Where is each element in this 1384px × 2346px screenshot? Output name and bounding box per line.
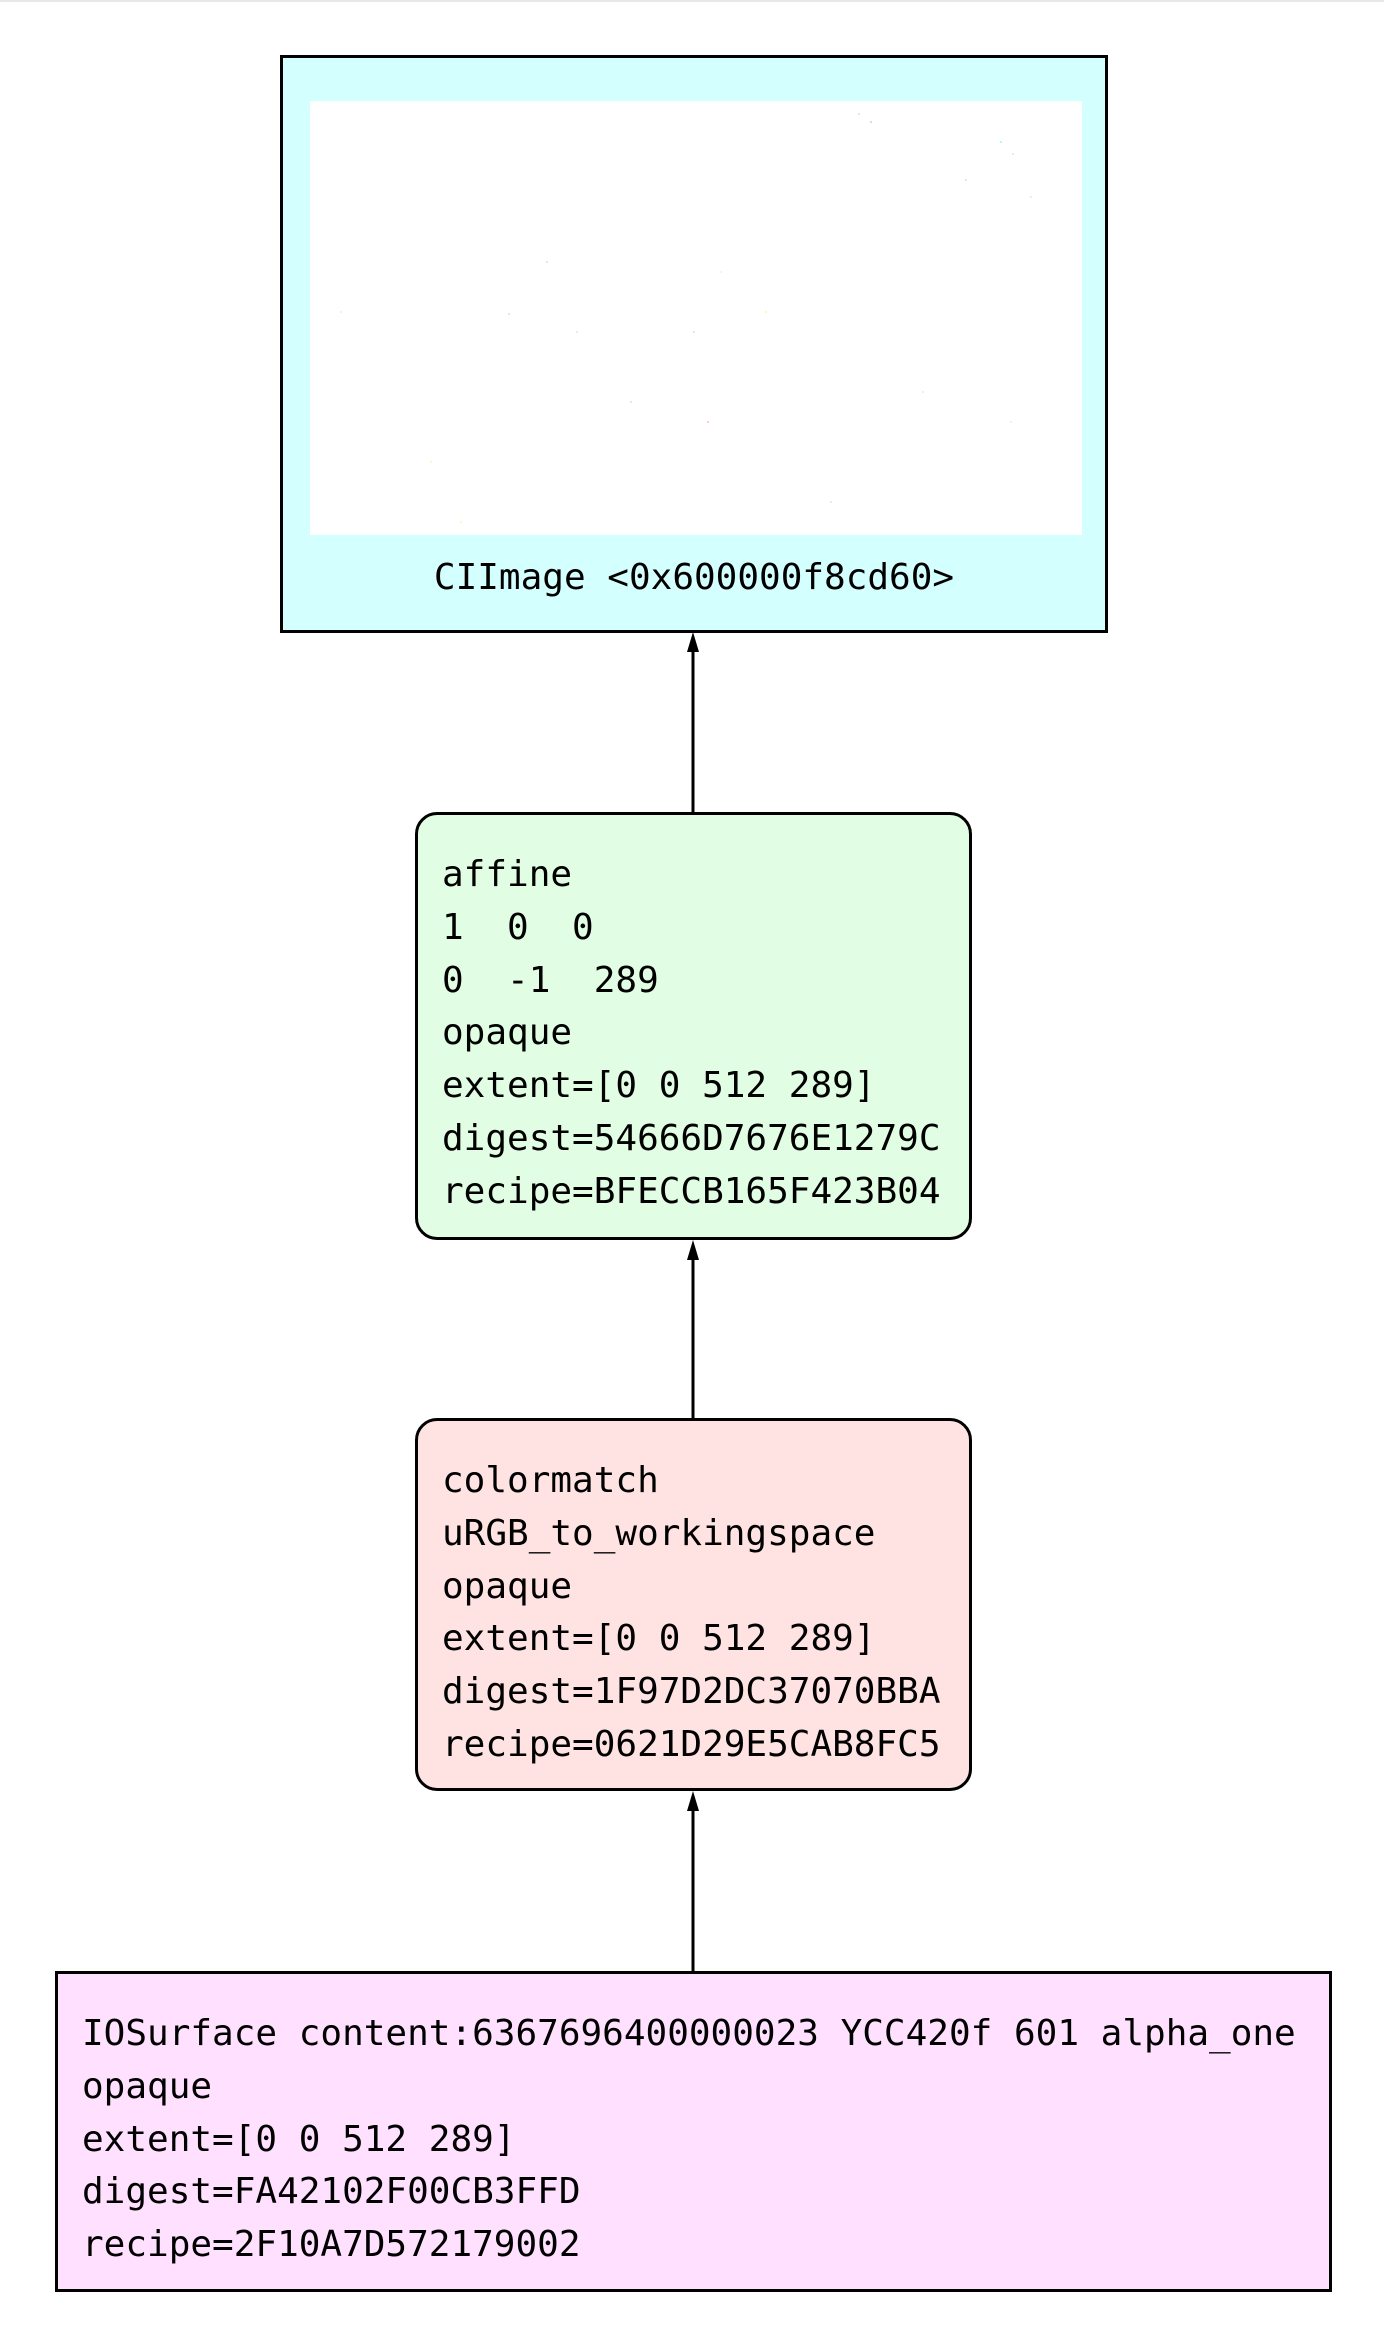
colormatch-node-lines: colormatch uRGB_to_workingspace opaque e… — [442, 1455, 941, 1772]
opacity-label: opaque — [442, 1012, 573, 1054]
preview-speck — [765, 311, 767, 313]
arrowhead-icon — [687, 632, 699, 652]
preview-speck — [870, 121, 872, 123]
preview-speck — [460, 521, 462, 523]
colorspace-label: uRGB_to_workingspace — [442, 1512, 876, 1554]
preview-speck — [1000, 141, 1002, 143]
affine-node-lines: affine 1 0 0 0 -1 289 opaque extent=[0 0… — [442, 849, 941, 1219]
affine-node[interactable]: affine 1 0 0 0 -1 289 opaque extent=[0 0… — [415, 812, 972, 1240]
preview-speck — [720, 271, 722, 273]
digest-label: digest=1F97D2DC37070BBA — [442, 1671, 941, 1713]
preview-speck — [707, 421, 709, 423]
edge-colormatch-to-affine — [687, 1240, 699, 1418]
matrix-row-2: 0 -1 289 — [442, 959, 659, 1001]
extent-label: extent=[0 0 512 289] — [82, 2118, 516, 2160]
output-image-label: CIImage <0x600000f8cd60> — [433, 557, 955, 598]
preview-speck — [830, 501, 832, 503]
iosurface-node-lines: IOSurface content:6367696400000023 YCC42… — [82, 2008, 1296, 2272]
node-title: colormatch — [442, 1460, 659, 1501]
opacity-label: opaque — [442, 1565, 573, 1607]
recipe-label: recipe=BFECCB165F423B04 — [442, 1170, 941, 1212]
preview-speck — [1010, 421, 1012, 423]
preview-speck — [630, 401, 632, 403]
preview-speck — [576, 331, 578, 333]
recipe-label: recipe=2F10A7D572179002 — [82, 2224, 581, 2266]
matrix-row-1: 1 0 0 — [442, 906, 594, 948]
node-title: affine — [442, 854, 573, 895]
preview-speck — [546, 261, 548, 263]
digest-label: digest=FA42102F00CB3FFD — [82, 2171, 581, 2213]
preview-speck — [1030, 196, 1032, 198]
digest-label: digest=54666D7676E1279C — [442, 1117, 941, 1159]
opacity-label: opaque — [82, 2065, 213, 2107]
recipe-label: recipe=0621D29E5CAB8FC5 — [442, 1723, 941, 1765]
image-preview — [310, 101, 1082, 535]
arrowhead-icon — [687, 1240, 699, 1260]
preview-speck — [508, 313, 510, 315]
edge-affine-to-output — [687, 632, 699, 812]
preview-speck — [858, 113, 860, 115]
preview-speck — [430, 461, 432, 463]
extent-label: extent=[0 0 512 289] — [442, 1618, 876, 1660]
preview-speck — [693, 331, 695, 333]
top-divider — [0, 0, 1384, 2]
preview-speck — [965, 179, 967, 181]
iosurface-node[interactable]: IOSurface content:6367696400000023 YCC42… — [55, 1971, 1332, 2292]
arrowhead-icon — [687, 1791, 699, 1811]
preview-speck — [922, 391, 924, 393]
preview-speck — [1012, 153, 1014, 155]
colormatch-node[interactable]: colormatch uRGB_to_workingspace opaque e… — [415, 1418, 972, 1791]
node-title: IOSurface content:6367696400000023 YCC42… — [82, 2013, 1296, 2054]
preview-speck — [340, 311, 342, 313]
extent-label: extent=[0 0 512 289] — [442, 1065, 876, 1107]
edge-iosurface-to-colormatch — [687, 1791, 699, 1971]
output-image-node[interactable]: CIImage <0x600000f8cd60> — [280, 55, 1108, 633]
